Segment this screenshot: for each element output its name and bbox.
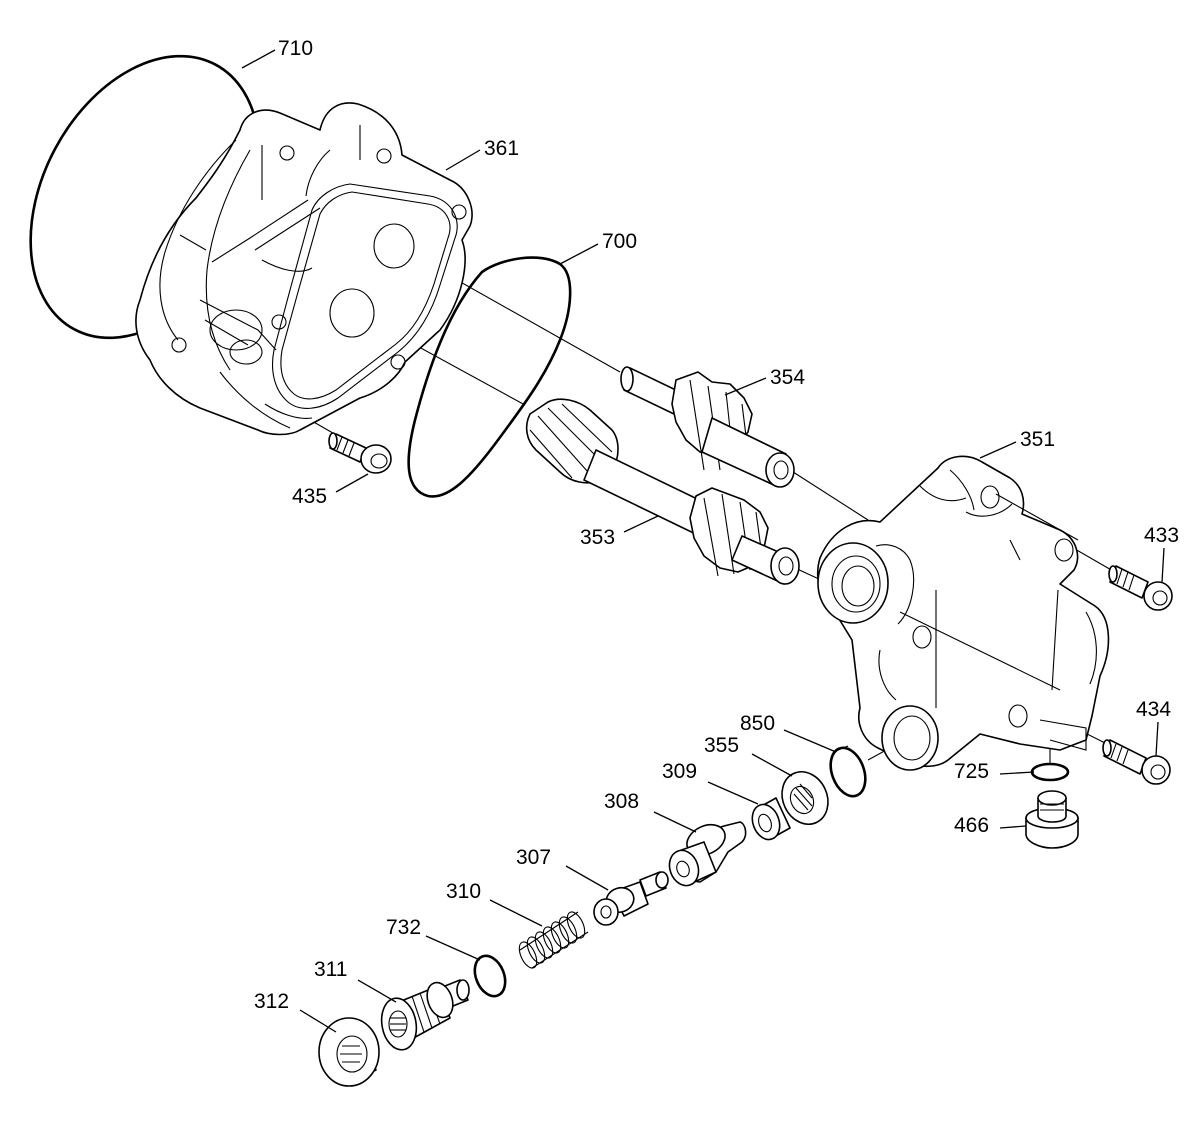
gear-shaft-353 <box>525 398 800 585</box>
label-850: 850 <box>740 712 775 735</box>
poppet-307 <box>593 871 669 926</box>
label-353: 353 <box>580 526 615 549</box>
label-434: 434 <box>1136 698 1171 721</box>
adjusting-screw-311 <box>380 979 470 1051</box>
filter-355 <box>781 771 829 825</box>
label-732: 732 <box>386 916 421 939</box>
part-labels: 710 361 700 354 351 435 353 433 434 850 … <box>254 37 1179 1013</box>
sleeve-309 <box>751 797 791 841</box>
label-307: 307 <box>516 846 551 869</box>
o-ring-732 <box>473 954 507 998</box>
label-725: 725 <box>954 760 989 783</box>
nut-312 <box>318 1017 380 1087</box>
o-ring-725 <box>1030 762 1070 782</box>
valve-seat-308 <box>668 821 747 887</box>
bolt-435 <box>328 432 392 474</box>
label-354: 354 <box>770 366 805 389</box>
spring-310 <box>518 911 589 969</box>
label-308: 308 <box>604 790 639 813</box>
plug-466 <box>1025 790 1079 849</box>
label-710: 710 <box>278 37 313 60</box>
label-310: 310 <box>446 880 481 903</box>
label-466: 466 <box>954 814 989 837</box>
label-311: 311 <box>314 958 347 981</box>
label-355: 355 <box>704 734 739 757</box>
retaining-ring-850 <box>829 745 867 798</box>
bolt-434 <box>1102 739 1171 785</box>
label-312: 312 <box>254 990 289 1013</box>
label-361: 361 <box>484 137 519 160</box>
label-309: 309 <box>662 760 697 783</box>
label-435: 435 <box>292 485 327 508</box>
bolt-433 <box>1108 565 1173 611</box>
label-433: 433 <box>1144 524 1179 547</box>
front-housing-351 <box>816 455 1110 771</box>
gear-shaft-354 <box>620 366 795 488</box>
label-700: 700 <box>602 230 637 253</box>
leader-lines <box>241 49 1165 1033</box>
rear-cover-361 <box>135 102 473 436</box>
label-351: 351 <box>1020 428 1055 451</box>
